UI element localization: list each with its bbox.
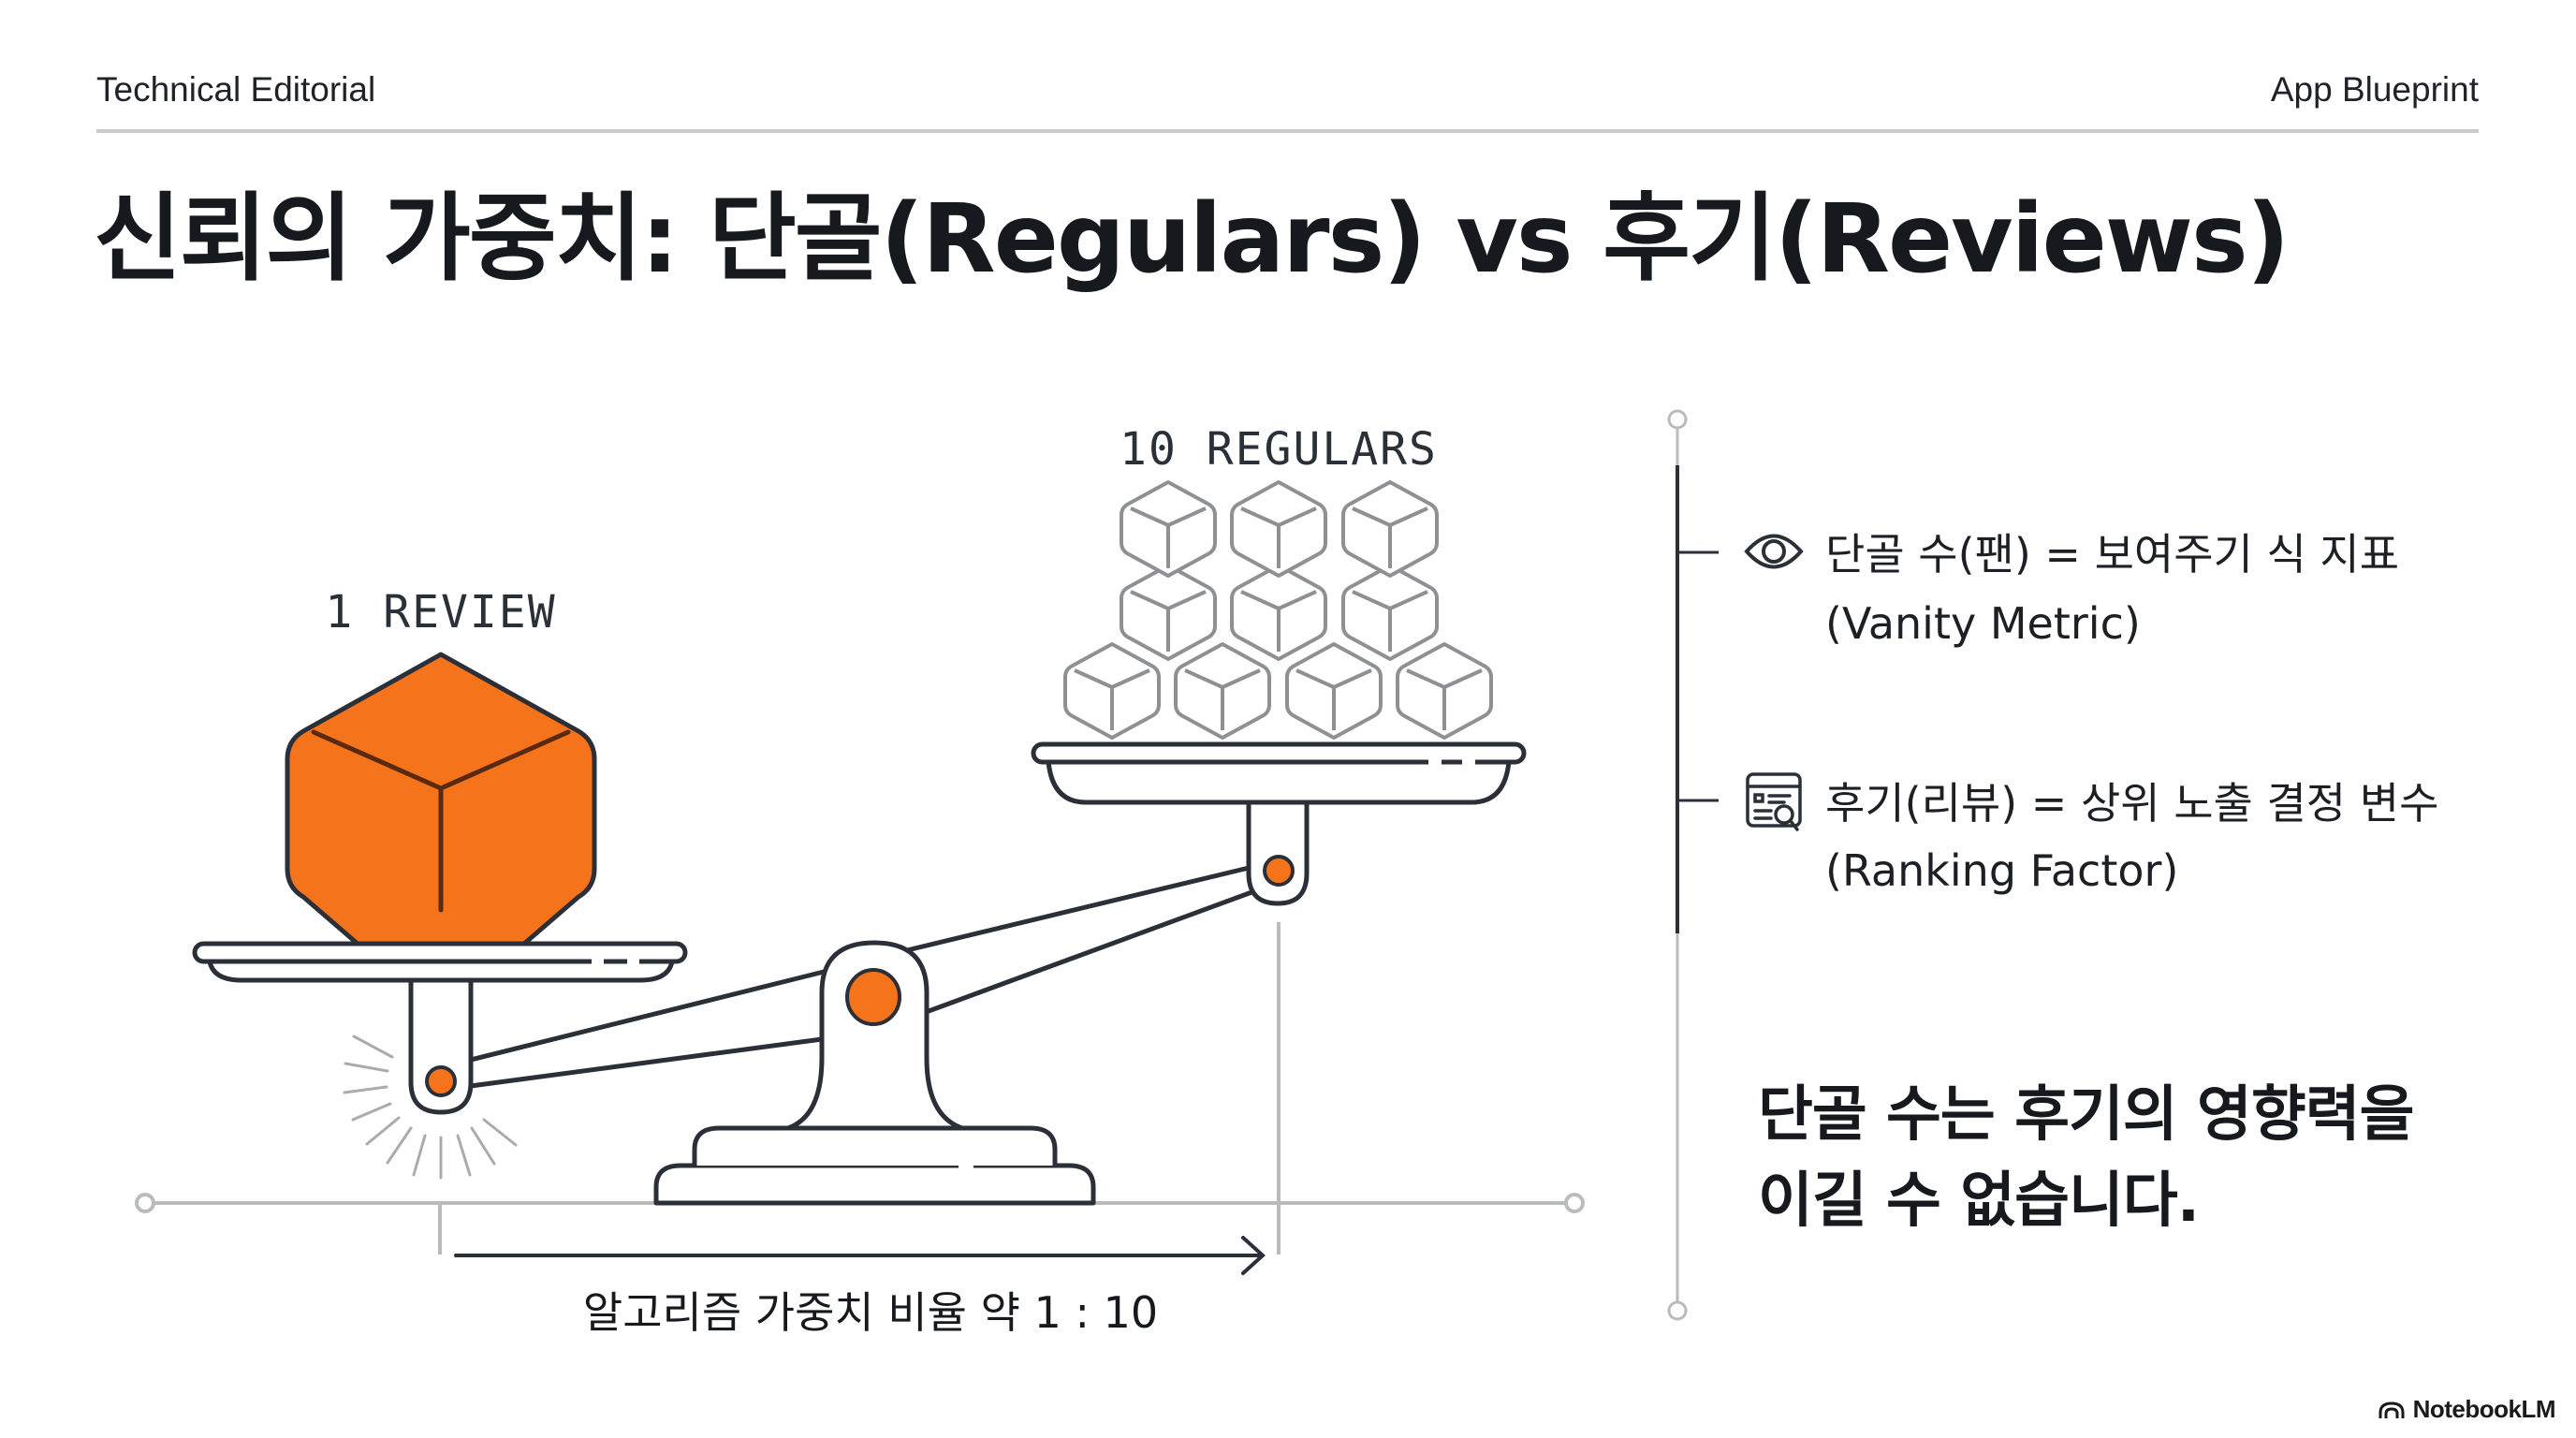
baseline-left-node [135, 1193, 155, 1213]
scale-base [653, 1125, 1096, 1206]
brand-watermark: NotebookLM [2378, 1395, 2556, 1424]
beam-left-upper-edge [468, 969, 827, 1063]
header-right-label: App Blueprint [2270, 70, 2479, 109]
left-pan-label: 1 REVIEW [325, 586, 556, 638]
regular-cube [1285, 642, 1383, 740]
right-hanger [1246, 802, 1310, 906]
scale-beam [468, 865, 1257, 1089]
base-lower-tier [653, 1163, 1096, 1206]
regular-cube [1341, 564, 1439, 661]
base-upper-tier [692, 1125, 1058, 1166]
notebooklm-logo-icon [2378, 1401, 2405, 1418]
timeline-top-node [1667, 409, 1688, 430]
regular-cube [1120, 480, 1217, 578]
scale-post [787, 940, 963, 1131]
beam-right-lower-edge [926, 888, 1257, 1014]
regular-cube [1230, 480, 1327, 578]
point-vanity-line2: (Vanity Metric) [1825, 598, 2141, 649]
beam-right-upper-edge [904, 865, 1251, 953]
right-pan [1031, 741, 1527, 805]
beam-left-lower-edge [468, 1036, 825, 1089]
regular-cube [1230, 564, 1327, 661]
point-ranking-line1: 후기(리뷰) = 상위 노출 결정 변수 [1825, 778, 2439, 829]
conclusion-line2: 이길 수 없습니다. [1758, 1167, 2200, 1236]
regular-cube [1063, 642, 1161, 740]
left-pivot-dot [425, 1065, 457, 1097]
header-divider [96, 129, 2479, 133]
right-pan-label: 10 REGULARS [1120, 423, 1438, 476]
regular-cube [1120, 564, 1217, 661]
point-ranking-line2: (Ranking Factor) [1825, 845, 2179, 896]
review-cube [285, 652, 597, 946]
eye-icon [1744, 534, 1804, 569]
center-pivot-dot [845, 968, 901, 1026]
info-timeline [1667, 409, 1719, 1321]
timeline-bottom-node [1667, 1300, 1688, 1321]
conclusion-line1: 단골 수는 후기의 영향력을 [1758, 1080, 2415, 1150]
right-pivot-dot [1263, 855, 1295, 887]
brand-label: NotebookLM [2412, 1395, 2556, 1423]
regular-cubes-stack [1063, 480, 1493, 740]
baseline-right-node [1564, 1193, 1585, 1213]
regular-cube [1174, 642, 1271, 740]
regular-cube [1341, 480, 1439, 578]
regular-cube [1396, 642, 1493, 740]
ratio-caption: 알고리즘 가중치 비율 약 1 : 10 [583, 1287, 1158, 1338]
header-left-label: Technical Editorial [96, 70, 376, 109]
document-search-icon [1746, 772, 1802, 831]
left-pan [192, 941, 688, 983]
page-title: 신뢰의 가중치: 단골(Regulars) vs 후기(Reviews) [94, 183, 2290, 295]
point-vanity-line1: 단골 수(팬) = 보여주기 식 지표 [1825, 529, 2400, 580]
impact-rays [343, 1034, 518, 1180]
ratio-arrow [454, 1236, 1266, 1275]
